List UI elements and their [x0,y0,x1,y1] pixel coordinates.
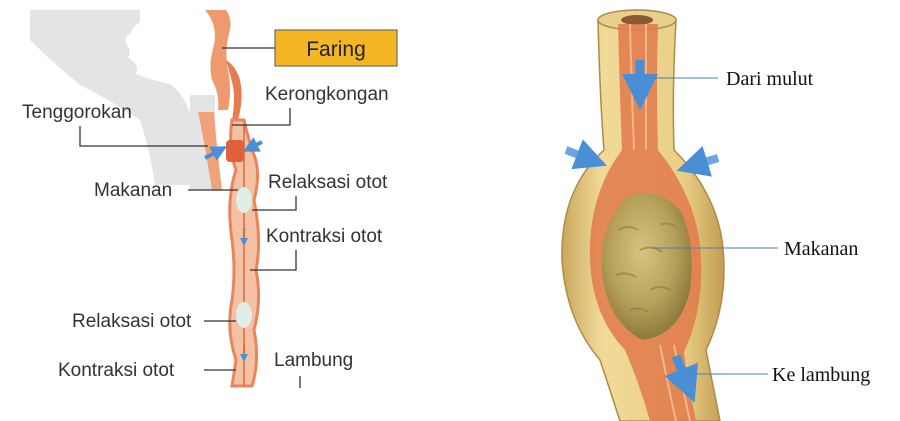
dari-mulut-label: Dari mulut [726,68,814,90]
constriction-arrow-left-icon [566,150,592,160]
left-panel: Faring Kerongkongan Tenggorokan Makanan … [22,10,397,388]
relaksasi-bottom-label: Relaksasi otot [72,311,192,332]
food-bolus-upper [236,187,252,213]
relaksasi-top-label: Relaksasi otot [268,172,388,193]
lambung-label: Lambung [274,350,353,371]
constriction-arrow-right-icon [692,158,718,166]
kerongkongan-label: Kerongkongan [265,84,389,105]
kontraksi-top-label: Kontraksi otot [266,226,383,247]
makanan-right-label: Makanan [784,238,858,260]
faring-label: Faring [306,38,366,61]
food-bolus-lower [236,302,252,328]
kontraksi-bottom-label: Kontraksi otot [58,360,175,381]
swallow-arrow-right-icon [250,142,262,148]
tube-top-lumen [621,15,653,25]
head-silhouette [30,10,195,185]
epiglottis [226,140,244,162]
right-panel: Dari mulut Makanan Ke lambung [562,10,870,421]
ke-lambung-label: Ke lambung [772,364,870,386]
tenggorokan-label: Tenggorokan [22,102,132,123]
relaksasi-top-leader [252,196,296,210]
makanan-left-label: Makanan [94,180,172,201]
